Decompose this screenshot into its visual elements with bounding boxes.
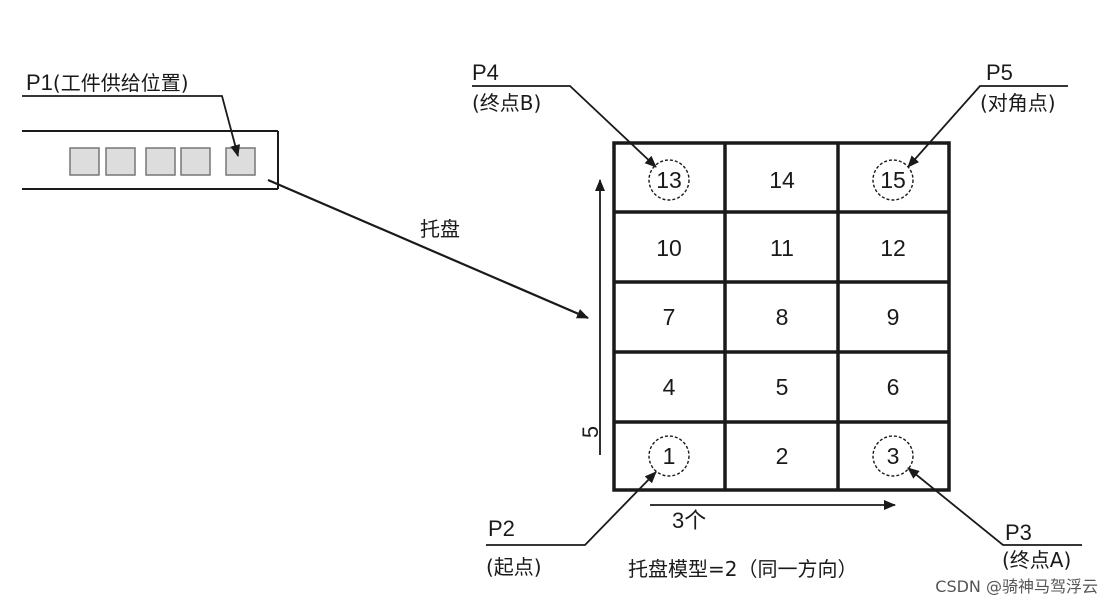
- transfer-arrow: [267, 178, 589, 320]
- conveyor-label: 托盘: [420, 217, 460, 241]
- cell-marker-circle: [648, 435, 690, 477]
- pallet-grid: [612, 141, 951, 492]
- pallet-cell-number: 12: [880, 235, 906, 261]
- row-count-label: 5: [578, 426, 603, 438]
- p2-name: P2: [488, 516, 515, 541]
- p5-desc: (对角点): [980, 91, 1056, 115]
- pallet-cell-number: 7: [663, 304, 676, 330]
- pallet-cell-number: 6: [887, 374, 900, 400]
- workpiece-supply: [225, 147, 256, 176]
- pallet-cell-number: 5: [776, 374, 789, 400]
- p5-leader: [907, 85, 1068, 168]
- p4-leader: [472, 85, 657, 168]
- pallet-cell-number: 2: [776, 443, 789, 469]
- pallet-cell-number: 11: [770, 235, 794, 261]
- workpiece: [145, 147, 176, 176]
- pallet-cell-number: 15: [880, 167, 906, 193]
- p4-desc: (终点B): [472, 91, 541, 115]
- pallet-cell-number: 9: [887, 304, 900, 330]
- p2-desc: (起点): [486, 555, 542, 579]
- p3-name: P3: [1005, 520, 1032, 545]
- pallet-cell-number: 1: [663, 443, 676, 469]
- workpiece: [69, 147, 100, 176]
- cell-marker-circle: [872, 435, 914, 477]
- p1-label: P1(工件供给位置): [26, 70, 189, 95]
- conveyor: [22, 130, 279, 190]
- p2-leader: [486, 471, 657, 546]
- cell-marker-circle: [648, 159, 690, 201]
- pallet-cell-number: 3: [887, 443, 900, 469]
- p4-name: P4: [472, 60, 499, 85]
- cell-marker-circle: [872, 159, 914, 201]
- p5-name: P5: [986, 60, 1013, 85]
- watermark: CSDN @骑神马驾浮云: [935, 577, 1098, 596]
- pallet-cell-number: 8: [776, 304, 789, 330]
- pallet-cell-number: 13: [656, 167, 682, 193]
- pallet-cell-number: 10: [656, 235, 682, 261]
- p3-leader: [907, 467, 1082, 546]
- p1-leader: [22, 95, 240, 157]
- pallet-model-caption: 托盘模型=2（同一方向）: [628, 557, 857, 581]
- p3-desc: (终点A): [1002, 548, 1071, 572]
- workpiece: [180, 147, 211, 176]
- column-count-label: 3个: [672, 508, 706, 533]
- pallet-cell-number: 14: [769, 167, 795, 193]
- workpiece: [105, 147, 136, 176]
- pallet-cell-number: 4: [663, 374, 676, 400]
